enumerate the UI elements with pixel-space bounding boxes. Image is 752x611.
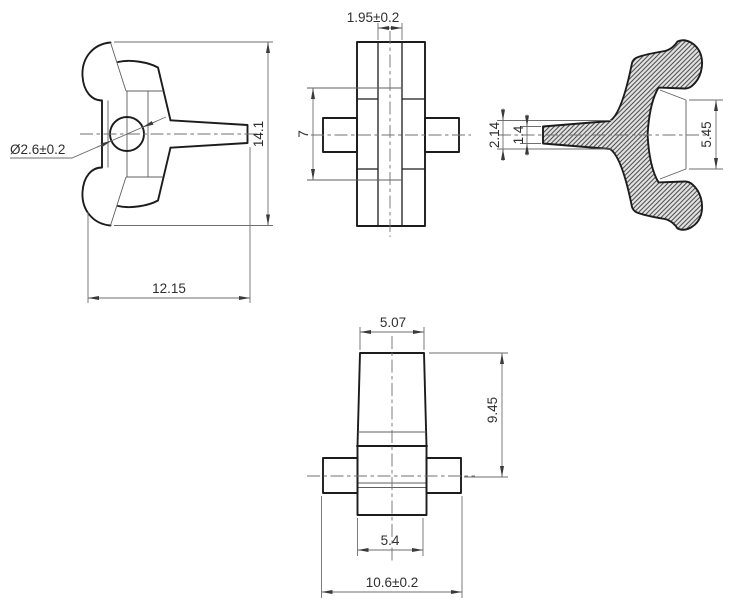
bottom-view: 5.07 9.45 5.4 10.6±0.2	[307, 315, 508, 598]
front-height-extension-lines	[114, 41, 273, 226]
front-view: Ø2.6±0.2 14.1 12.15	[10, 41, 273, 303]
front-wing-outline	[81, 41, 112, 227]
bottom-right-flange	[425, 457, 462, 494]
section-tip-extension-lines	[520, 126, 541, 144]
dim-section-notch-height: 5.45	[699, 121, 714, 147]
bottom-overall-width-extension-lines	[321, 496, 463, 598]
hole-leader-arrow-lower	[96, 140, 112, 148]
section-root-extension-lines	[497, 120, 612, 150]
side-slot-lines	[377, 42, 403, 226]
bottom-height-extension-lines	[429, 352, 508, 478]
front-wing-inner-edges	[117, 59, 172, 209]
dim-bottom-top-width: 5.07	[380, 315, 406, 330]
dim-bottom-height: 9.45	[485, 397, 500, 423]
side-body-outline	[356, 41, 426, 227]
hole-leader-arrow-upper	[142, 120, 158, 128]
dim-side-hub-height: 7	[296, 130, 311, 138]
dim-bottom-base-width: 5.4	[381, 533, 400, 548]
section-view: 2.14 1.4 5.45	[487, 39, 723, 231]
dim-section-tip-thickness: 1.4	[511, 125, 526, 144]
bottom-left-flange	[322, 457, 359, 494]
side-hub-lines	[307, 87, 402, 181]
side-slot-extension-lines	[377, 23, 403, 40]
hole-leader-line	[10, 116, 167, 159]
dim-front-height: 14.1	[251, 121, 266, 147]
section-notch-edges	[659, 89, 687, 180]
side-view: 1.95±0.2 7	[296, 10, 471, 237]
dim-front-width: 12.15	[152, 281, 186, 296]
front-width-extension-lines	[87, 147, 251, 303]
dim-front-hole-diameter: Ø2.6±0.2	[10, 142, 65, 157]
side-step-lines	[357, 98, 425, 170]
dim-bottom-overall-width: 10.6±0.2	[366, 575, 418, 590]
dim-side-slot-width: 1.95±0.2	[347, 10, 399, 25]
dim-section-root-thickness: 2.14	[487, 121, 502, 148]
